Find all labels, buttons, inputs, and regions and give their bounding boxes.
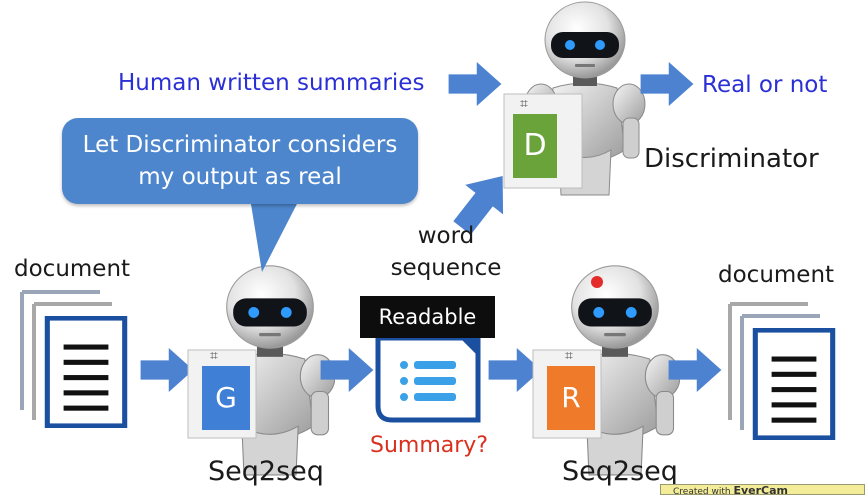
human-summaries-label: Human written summaries <box>118 70 425 96</box>
seq2seq-label-left: Seq2seq <box>208 456 324 487</box>
arrow-sequence-to-d <box>453 175 504 235</box>
speech-bubble-tail <box>250 198 300 272</box>
svg-text:⌗: ⌗ <box>520 96 528 112</box>
watermark-brand: EverCam <box>733 484 788 495</box>
generator-badge: G <box>202 366 250 430</box>
discriminator-badge: D <box>513 114 557 178</box>
arrow-summaries-to-d <box>448 62 502 106</box>
summary-doc-icon <box>375 335 481 423</box>
readable-label: Readable <box>360 296 495 338</box>
summary-label: Summary? <box>370 433 488 458</box>
document-label-right: document <box>718 262 835 288</box>
arrow-d-to-real <box>640 62 694 106</box>
seq2seq-label-right: Seq2seq <box>562 456 678 487</box>
document-stack-right <box>728 302 833 438</box>
svg-text:⌗: ⌗ <box>210 348 218 364</box>
word-sequence-label: word sequence <box>390 223 502 281</box>
speech-bubble: Let Discriminator considers my output as… <box>62 118 418 204</box>
real-or-not-label: Real or not <box>702 72 828 98</box>
evercam-watermark: Created with EverCam <box>660 484 865 495</box>
document-stack-left <box>20 290 125 426</box>
discriminator-label: Discriminator <box>644 144 819 174</box>
watermark-prefix: Created with <box>673 487 734 495</box>
reconstructor-badge: R <box>547 366 595 430</box>
document-label-left: document <box>14 256 131 282</box>
svg-text:⌗: ⌗ <box>565 348 573 364</box>
arrow-doc-to-g <box>140 348 194 392</box>
reconstructor-robot <box>550 265 680 476</box>
